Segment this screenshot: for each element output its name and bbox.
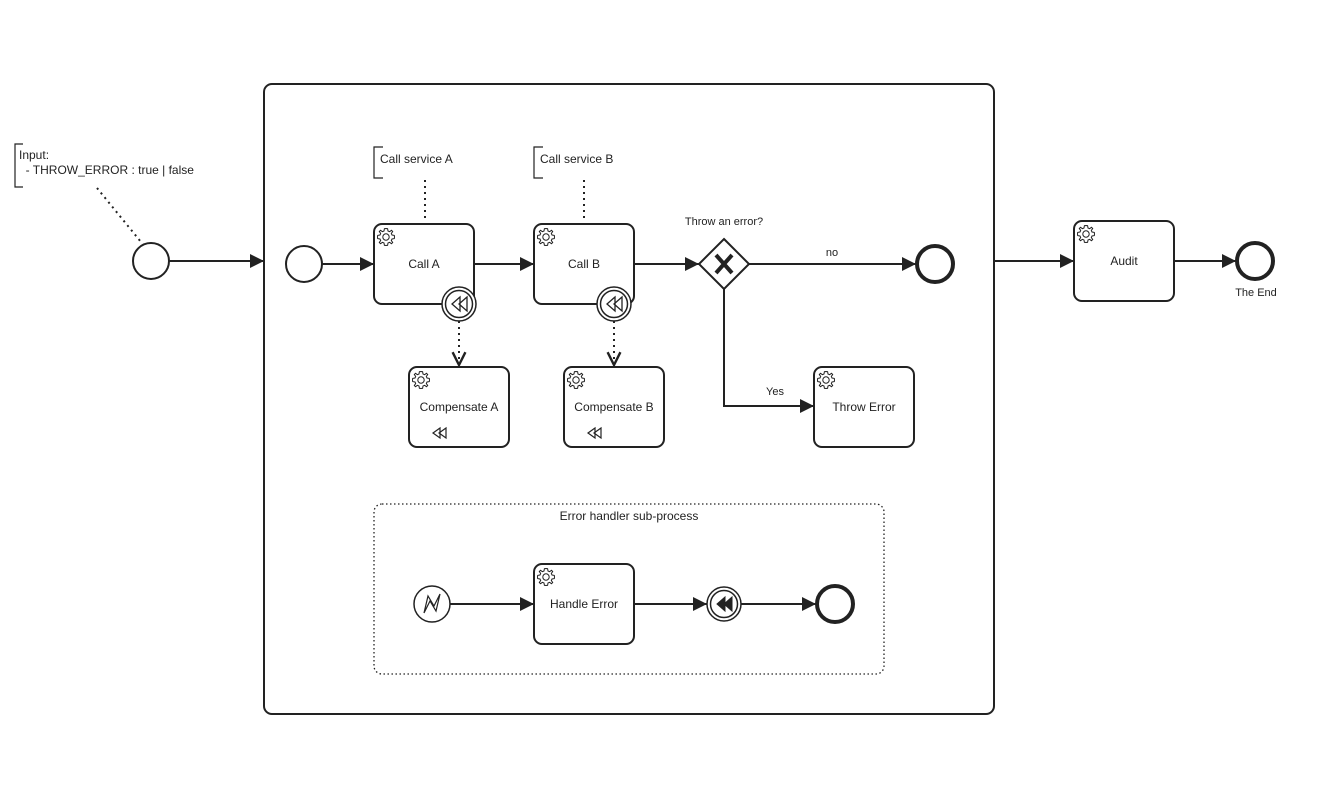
task-compensate-b[interactable]: Compensate B [563, 366, 665, 448]
error-start-event[interactable] [413, 585, 451, 623]
compensation-boundary-a[interactable] [441, 286, 477, 322]
inner-start-event[interactable] [285, 245, 323, 283]
compensation-icon [716, 595, 733, 613]
task-throw-error-label: Throw Error [832, 400, 895, 414]
task-compensate-a[interactable]: Compensate A [408, 366, 510, 448]
call-a-annotation-text: Call service A [380, 152, 453, 166]
task-handle-error-label: Handle Error [550, 597, 618, 611]
input-annotation-line1: Input: [19, 148, 49, 162]
error-end-event[interactable] [815, 584, 855, 624]
inner-end-event[interactable] [915, 244, 955, 284]
compensation-icon [431, 426, 447, 440]
call-a-annotation[interactable]: Call service A [373, 146, 453, 179]
gear-icon [412, 371, 430, 389]
task-compensate-a-label: Compensate A [420, 400, 499, 414]
exclusive-gateway[interactable] [697, 237, 751, 291]
task-audit[interactable]: Audit [1073, 220, 1175, 302]
gateway-label: Throw an error? [685, 216, 763, 228]
compensation-icon [451, 295, 468, 313]
call-b-annotation[interactable]: Call service B [533, 146, 613, 179]
task-throw-error[interactable]: Throw Error [813, 366, 915, 448]
exclusive-gateway-icon [714, 253, 734, 275]
gear-icon [817, 371, 835, 389]
gear-icon [1077, 225, 1095, 243]
error-icon [423, 593, 441, 614]
compensation-throw-event[interactable] [706, 586, 742, 622]
gear-icon [567, 371, 585, 389]
end-event[interactable] [1235, 241, 1275, 281]
task-call-b[interactable]: Call B [533, 223, 635, 305]
flow-yes-label: Yes [766, 386, 784, 398]
input-annotation-line2: - THROW_ERROR : true | false [19, 163, 194, 177]
sequence-flow-yes[interactable] [723, 289, 814, 413]
gear-icon [537, 568, 555, 586]
annotation-association [96, 187, 142, 243]
task-call-a-label: Call A [408, 257, 439, 271]
task-call-b-label: Call B [568, 257, 600, 271]
compensation-icon [606, 295, 623, 313]
task-handle-error[interactable]: Handle Error [533, 563, 635, 645]
gear-icon [537, 228, 555, 246]
task-audit-label: Audit [1110, 254, 1138, 268]
gear-icon [377, 228, 395, 246]
flow-no-label: no [826, 247, 838, 259]
end-event-label: The End [1235, 287, 1277, 299]
compensation-boundary-b[interactable] [596, 286, 632, 322]
error-subprocess-title: Error handler sub-process [560, 509, 699, 523]
task-compensate-b-label: Compensate B [574, 400, 653, 414]
compensation-icon [586, 426, 602, 440]
input-annotation[interactable]: Input: - THROW_ERROR : true | false [14, 143, 194, 188]
call-b-annotation-text: Call service B [540, 152, 613, 166]
start-event[interactable] [132, 242, 170, 280]
